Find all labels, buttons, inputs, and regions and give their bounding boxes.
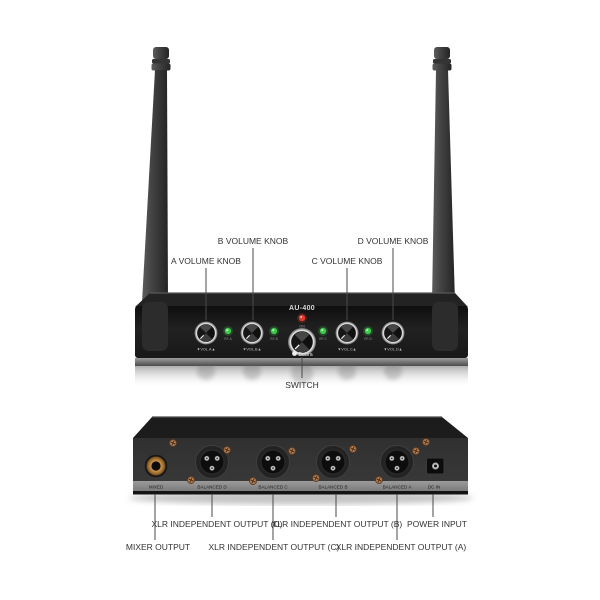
callout-volume-knob-c: C VOLUME KNOB (312, 256, 383, 266)
vol-label-b: ▼VOL.B▲ (243, 348, 262, 352)
port-label-balanced-b: BALANCED B (318, 485, 347, 490)
volume-knob-b (239, 320, 265, 346)
callout-xlr-output-c: XLR INDEPENDENT OUTPUT (C) (209, 542, 340, 552)
rear-unit-body (133, 416, 468, 495)
port-label-mixed: MIXED (149, 485, 164, 490)
antenna-left (142, 47, 171, 302)
rf-led-c (318, 326, 328, 336)
xlr-output-c (255, 444, 291, 480)
volume-knob-a (193, 320, 219, 346)
rear-shadow (129, 491, 473, 505)
callout-volume-knob-d: D VOLUME KNOB (358, 236, 429, 246)
antenna-hinge-left (142, 302, 168, 351)
rear-leader-lines (154, 494, 434, 540)
vol-label-a: ▼VOL.A▲ (197, 348, 216, 352)
port-label-dc-in: DC IN (428, 485, 441, 490)
rf-label-d: RF-D (364, 337, 372, 341)
rf-led-a (223, 326, 233, 336)
front-unit-body (135, 292, 468, 388)
rf-label-a: RF-A (224, 337, 232, 341)
xlr-output-b (315, 444, 351, 480)
antenna-right (432, 47, 455, 302)
rf-label-c: RF-C (319, 337, 327, 341)
vol-label-d: ▼VOL.D▲ (384, 348, 403, 352)
callout-mixer-output: MIXER OUTPUT (126, 542, 190, 552)
model-label: AU-400 (289, 305, 315, 312)
volume-knob-d (380, 320, 406, 346)
front-leader-lines (205, 248, 394, 378)
brand-label: Debra (299, 352, 313, 358)
callout-power-input: POWER INPUT (407, 519, 467, 529)
power-led (297, 313, 307, 323)
callout-volume-knob-a: A VOLUME KNOB (171, 256, 241, 266)
callout-xlr-output-b: XLR INDEPENDENT OUTPUT (B) (272, 519, 403, 529)
port-label-balanced-c: BALANCED C (258, 485, 288, 490)
xlr-output-a (379, 444, 415, 480)
callout-xlr-output-a: XLR INDEPENDENT OUTPUT (A) (336, 542, 467, 552)
volume-knob-c (334, 320, 360, 346)
debra-logo-icon (292, 351, 297, 356)
vol-label-c: ▼VOL.C▲ (338, 348, 357, 352)
rear-label-strip (133, 481, 468, 491)
mixer-output-jack (144, 454, 168, 478)
antenna-hinge-right (432, 302, 458, 351)
dc-power-jack (426, 457, 445, 475)
port-label-balanced-d: BALANCED D (197, 485, 227, 490)
power-led-label: ON (299, 325, 305, 329)
callout-switch: SWITCH (285, 380, 319, 390)
rf-led-d (363, 326, 373, 336)
port-label-balanced-a: BALANCED A (383, 485, 413, 490)
callout-volume-knob-b: B VOLUME KNOB (218, 236, 289, 246)
rf-label-b: RF-B (270, 337, 277, 341)
callout-xlr-output-d: XLR INDEPENDENT OUTPUT (D) (152, 519, 283, 529)
rf-led-b (269, 326, 279, 336)
